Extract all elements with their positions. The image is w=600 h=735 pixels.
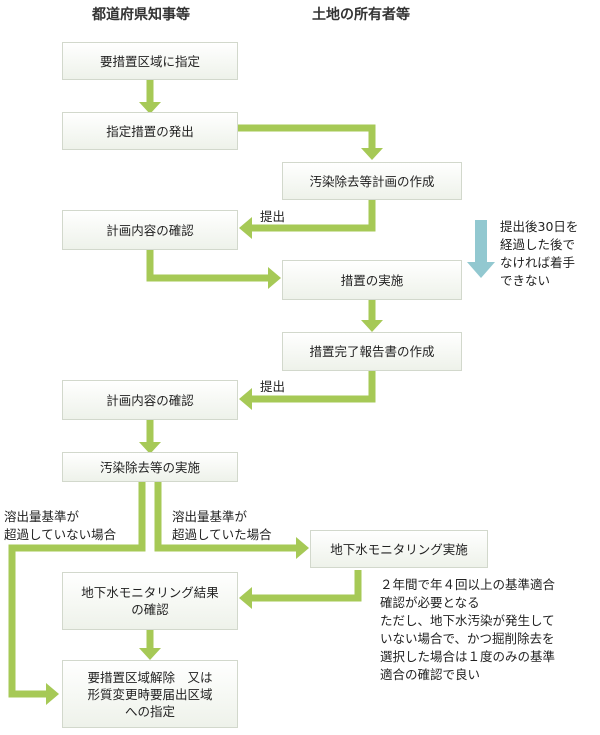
arrowhead <box>239 587 252 609</box>
box-report-label: 措置完了報告書の作成 <box>309 344 435 359</box>
label-exceed-line2: 超過していた場合 <box>172 527 272 542</box>
box-release-line3: への指定 <box>124 703 175 719</box>
box-release-line2: 形質変更時要届出区域 <box>87 686 213 702</box>
box-removal-label: 汚染除去等の実施 <box>99 459 200 475</box>
box-plan-check2-label: 計画内容の確認 <box>106 392 194 408</box>
box-release: 要措置区域解除 又は 形質変更時要届出区域 への指定 <box>62 660 238 728</box>
arrow-gw-monitor-to-result <box>252 570 362 602</box>
label-submit2: 提出 <box>260 379 286 394</box>
note-monitoring: ２年間で年４回以上の基準適合 確認が必要となる ただし、地下水汚染が発生して い… <box>380 576 555 684</box>
box-gw-result-line2: の確認 <box>131 602 169 617</box>
note-monitoring-line3: ただし、地下水汚染が発生して <box>380 613 555 628</box>
label-not-exceed: 溶出量基準が 超過していない場合 <box>4 508 116 544</box>
header-governor: 都道府県知事等 <box>92 7 190 23</box>
arrowhead <box>46 683 59 705</box>
box-gw-result-line1: 地下水モニタリング結果 <box>81 585 219 600</box>
box-removal: 汚染除去等の実施 <box>62 452 238 482</box>
box-plan-create-label: 汚染除去等計画の作成 <box>309 173 435 189</box>
box-release-line1: 要措置区域解除 又は <box>87 669 213 685</box>
label-exceed: 溶出量基準が 超過していた場合 <box>172 508 272 544</box>
blue-arrow-head <box>467 262 495 278</box>
note-deadline-line2: 経過した後で <box>500 237 576 252</box>
box-plan-create: 汚染除去等計画の作成 <box>282 162 462 200</box>
box-report: 措置完了報告書の作成 <box>282 332 462 371</box>
arrowhead <box>361 148 383 160</box>
label-submit1: 提出 <box>260 209 286 224</box>
note-monitoring-line6: 適合の確認で良い <box>380 667 481 682</box>
arrowhead <box>239 217 252 239</box>
box-plan-check2: 計画内容の確認 <box>62 380 238 420</box>
arrow-removal-to-release <box>8 482 146 698</box>
box-designation-label: 要措置区域に指定 <box>99 53 200 69</box>
arrow-check1-to-implement <box>146 250 268 282</box>
arrow-report-to-check2 <box>252 371 376 403</box>
note-deadline: 提出後30日を 経過した後で なければ着手 できない <box>500 218 578 290</box>
arrowhead <box>361 320 383 332</box>
box-gw-monitor: 地下水モニタリング実施 <box>310 530 488 568</box>
arrow-order-to-plan-create <box>238 124 376 148</box>
arrowhead <box>296 537 309 559</box>
box-plan-check1: 計画内容の確認 <box>62 210 238 250</box>
box-implement-label: 措置の実施 <box>340 272 404 288</box>
note-deadline-line1: 提出後30日を <box>500 219 579 234</box>
note-monitoring-line4: いない場合で、かつ掘削除去を <box>380 631 555 646</box>
label-exceed-line1: 溶出量基準が <box>172 509 248 524</box>
box-plan-check1-label: 計画内容の確認 <box>106 222 194 238</box>
note-monitoring-line1: ２年間で年４回以上の基準適合 <box>380 577 556 592</box>
box-order: 指定措置の発出 <box>62 112 238 150</box>
arrowhead <box>139 102 161 114</box>
arrowhead <box>139 648 161 660</box>
arrowhead <box>139 442 161 454</box>
blue-arrow-shaft <box>475 220 487 264</box>
note-monitoring-line2: 確認が必要となる <box>380 595 480 610</box>
header-landowner: 土地の所有者等 <box>312 7 410 23</box>
box-implement: 措置の実施 <box>282 260 462 300</box>
box-gw-result: 地下水モニタリング結果 の確認 <box>62 572 238 630</box>
arrow-plan-create-to-check1 <box>252 200 376 232</box>
note-deadline-line4: できない <box>500 273 551 288</box>
box-order-label: 指定措置の発出 <box>106 123 194 139</box>
arrowhead <box>268 267 281 289</box>
note-deadline-line3: なければ着手 <box>500 255 576 270</box>
label-not-exceed-line1: 溶出量基準が <box>4 509 80 524</box>
arrowhead <box>239 388 252 410</box>
box-designation: 要措置区域に指定 <box>62 42 238 80</box>
note-monitoring-line5: 選択した場合は１度のみの基準 <box>380 649 556 664</box>
label-not-exceed-line2: 超過していない場合 <box>4 527 117 542</box>
box-gw-monitor-label: 地下水モニタリング実施 <box>330 541 468 557</box>
arrow-removal-to-gw-monitor <box>154 482 296 552</box>
